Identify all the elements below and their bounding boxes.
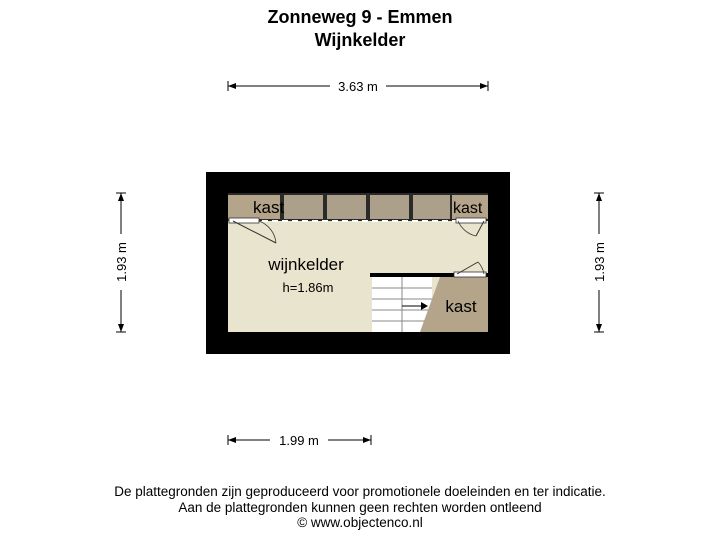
door-frame-left xyxy=(228,217,260,224)
dimension-bottom xyxy=(227,435,372,445)
address-title: Zonneweg 9 - Emmen xyxy=(267,7,453,27)
shelf-4 xyxy=(413,195,450,219)
kast-top-left xyxy=(228,195,280,219)
label-kast-bottom-right: kast xyxy=(445,297,476,316)
label-kast-top-left: kast xyxy=(253,198,284,217)
copyright-link[interactable]: © www.objectenco.nl xyxy=(297,515,423,530)
stair-arrow-icon xyxy=(421,302,428,310)
label-wijnkelder: wijnkelder xyxy=(267,255,344,274)
door-leaf-right xyxy=(475,220,485,237)
stair-wall xyxy=(370,273,488,277)
door-swing-right xyxy=(457,220,477,237)
door-frame-right xyxy=(455,217,487,224)
dimension-left xyxy=(116,192,126,333)
kast-top-right xyxy=(452,195,488,219)
dimension-left-label: 1.93 m xyxy=(114,242,129,282)
stair-steps xyxy=(372,277,432,332)
door-leaf-bottom xyxy=(456,261,479,275)
door-leaf-left xyxy=(232,220,277,244)
kast-bottom-right xyxy=(420,277,488,332)
dimension-top xyxy=(227,81,489,91)
dimension-right xyxy=(594,192,604,333)
dimension-right-label: 1.93 m xyxy=(592,242,607,282)
disclaimer-line-1: De plattegronden zijn geproduceerd voor … xyxy=(114,484,606,499)
disclaimer-line-2: Aan de plattegronden kunnen geen rechten… xyxy=(178,499,542,515)
door-swing-bottom xyxy=(477,261,485,275)
shelf-1 xyxy=(284,195,323,219)
dimension-top-label: 3.63 m xyxy=(338,79,378,94)
door-swing-left xyxy=(258,220,277,244)
label-kast-top-right: kast xyxy=(453,200,483,217)
shelf-3 xyxy=(370,195,409,219)
door-frame-bottom xyxy=(453,271,487,278)
dimension-bottom-label: 1.99 m xyxy=(279,433,319,448)
shelf-2 xyxy=(327,195,366,219)
label-height: h=1.86m xyxy=(283,280,334,295)
floor-title: Wijnkelder xyxy=(314,30,406,50)
